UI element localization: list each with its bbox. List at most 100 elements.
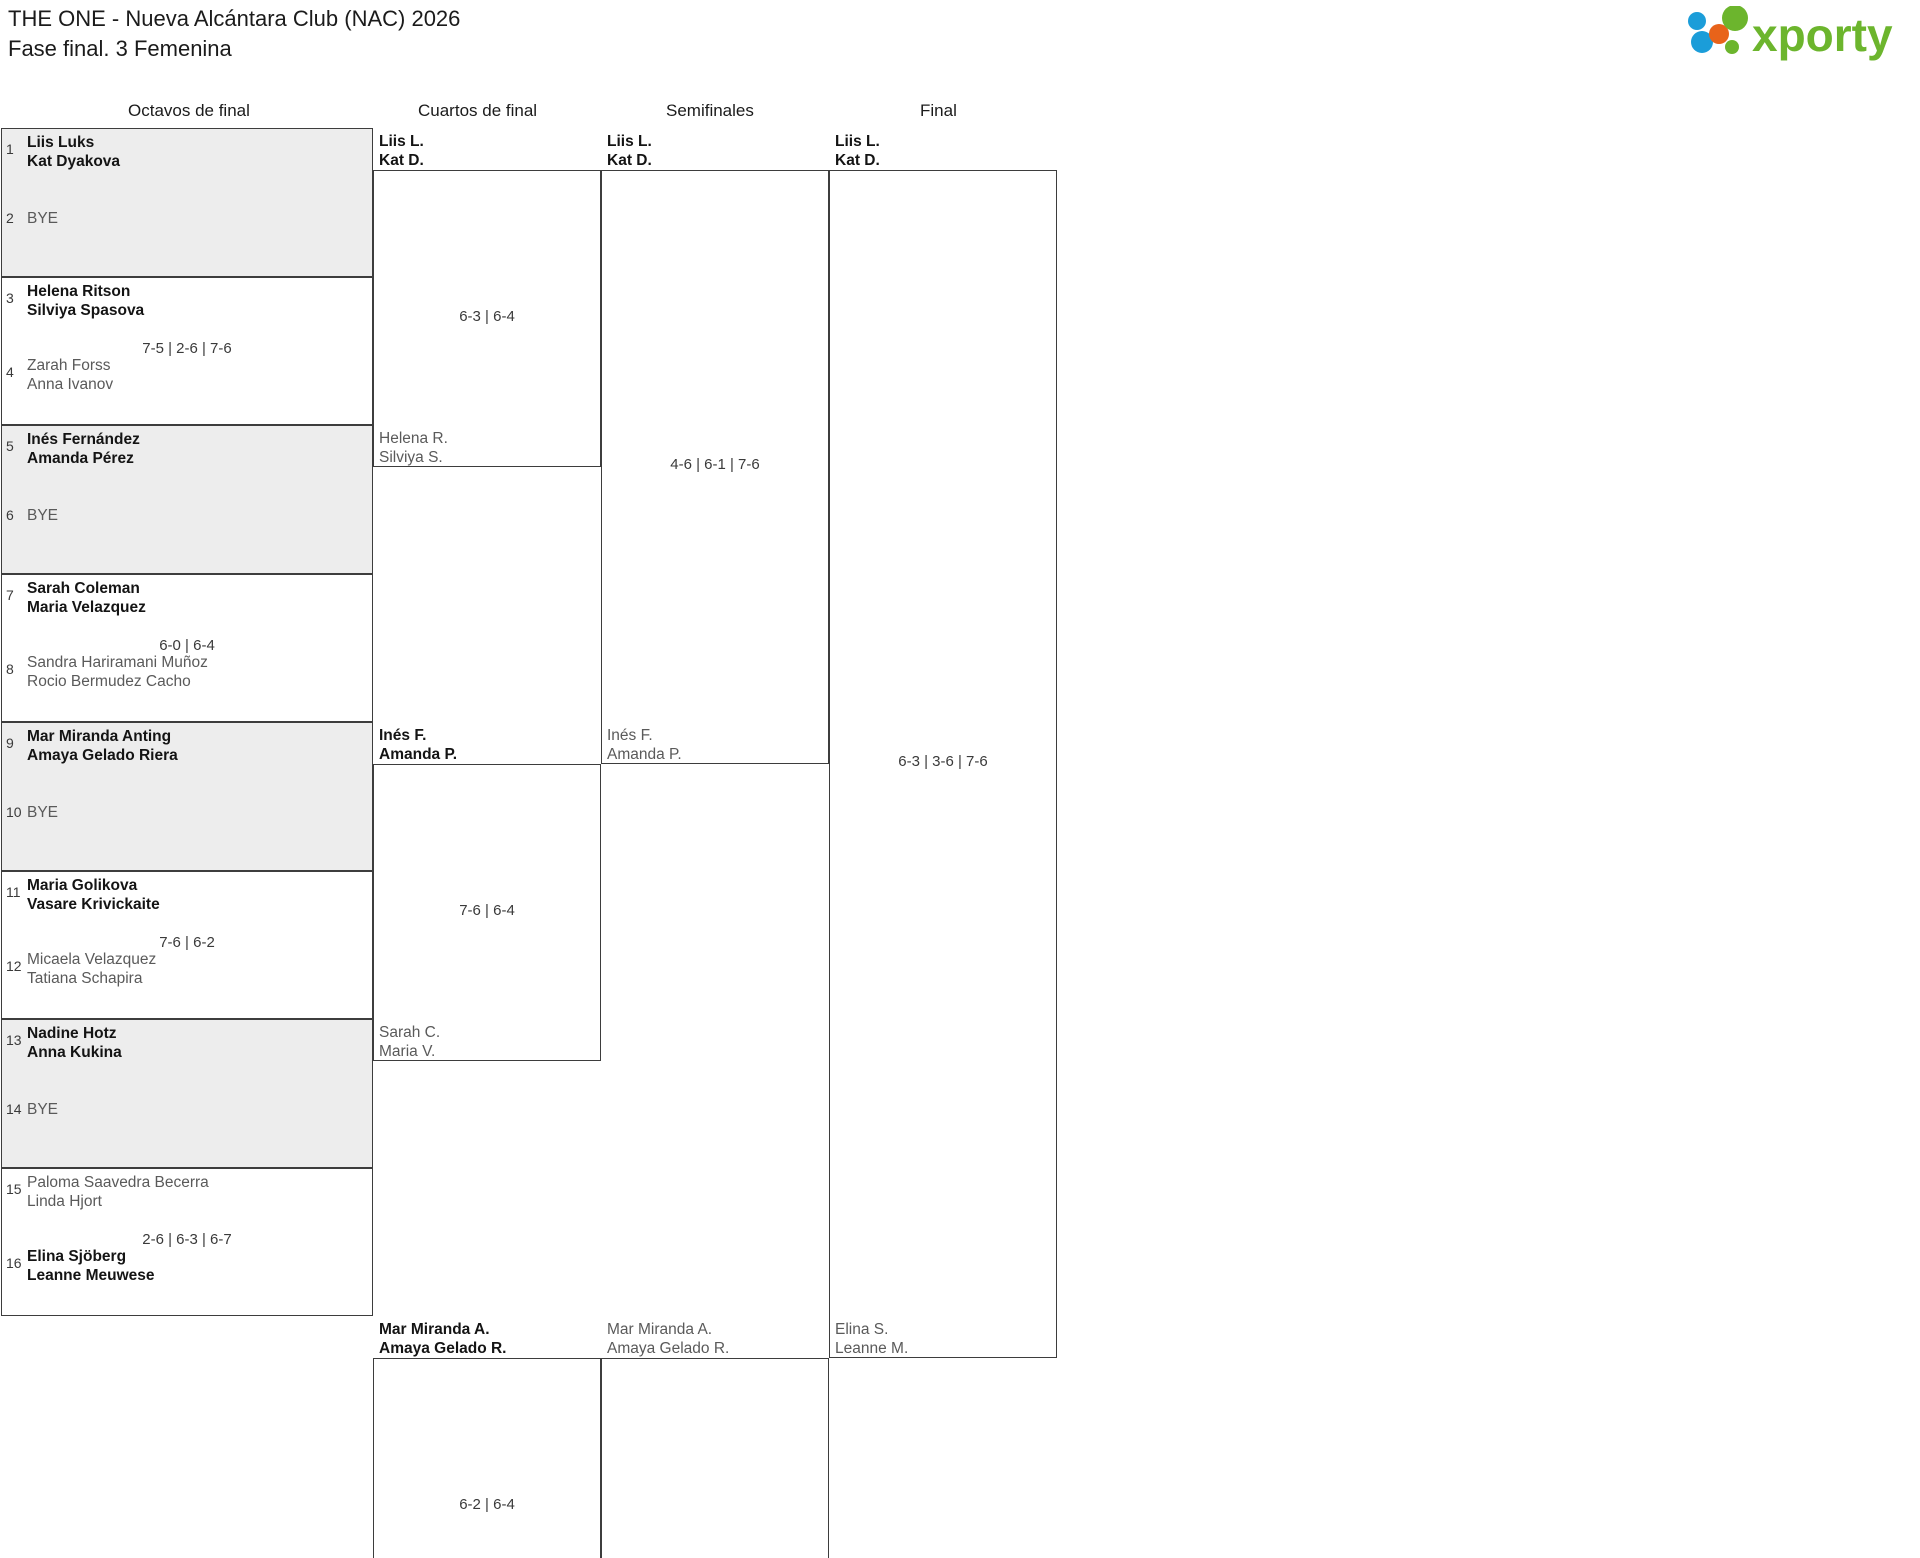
round2-team[interactable]: Helena R.Silviya S. (379, 429, 597, 467)
round3-team[interactable]: Inés F. Amanda P. (607, 726, 825, 764)
player-name-2: Maria V. (379, 1043, 436, 1060)
player-name-1: Mar Miranda Anting (27, 728, 172, 745)
round2-connector-box[interactable] (373, 170, 601, 467)
round1-team[interactable]: BYE (27, 803, 369, 822)
round3-team[interactable]: Mar Miranda A.Amaya Gelado R. (607, 1320, 825, 1358)
round2-team[interactable]: Liis L.Kat D. (379, 132, 597, 170)
player-name-1: Liis L. (835, 133, 880, 150)
logo-dot-green-small (1725, 40, 1739, 54)
player-name-2: Kat D. (379, 152, 424, 169)
player-name-1: Liis Luks (27, 134, 95, 151)
round1-match-box[interactable] (1, 276, 373, 425)
seed-number: 1 (6, 141, 14, 157)
round-header-cuartos: Cuartos de final (418, 101, 538, 120)
player-name-1: Zarah Forss (27, 356, 111, 374)
round1-team[interactable]: BYE (27, 1100, 369, 1119)
player-name-1: Maria Golikova (27, 876, 138, 894)
round2-score: 6-3 | 6-4 (459, 307, 515, 325)
round1-team[interactable]: BYE (27, 506, 369, 525)
seed-number: 3 (6, 289, 14, 306)
round1-match-box[interactable] (1, 128, 373, 277)
round3-score: 4-6 | 6-1 | 7-6 (670, 456, 760, 473)
player-name-1: Mar Miranda A. (379, 1321, 490, 1338)
player-name-1: Elina S. (835, 1321, 889, 1338)
player-name-2: Kat Dyakova (27, 153, 121, 170)
round4-team[interactable]: Elina S.Leanne M. (835, 1320, 1053, 1358)
player-name-1: BYE (27, 507, 59, 525)
round1-team[interactable]: BYE (27, 209, 369, 228)
round2-team[interactable]: Inés F. Amanda P. (379, 726, 597, 764)
player-name-2: Kat D. (835, 152, 880, 169)
round3-team[interactable]: Liis L.Kat D. (607, 132, 825, 170)
round1-score: 7-6 | 6-2 (159, 933, 215, 951)
seed-number: 11 (6, 883, 21, 900)
seed-number: 5 (6, 438, 14, 454)
seed-number: 10 (6, 804, 22, 821)
player-name-2: Amanda P. (607, 746, 682, 763)
round2-connector-box[interactable] (373, 764, 601, 1061)
seed-number: 13 (6, 1032, 22, 1048)
round-header-semis: Semifinales (666, 101, 754, 120)
round2-connector-box[interactable] (373, 1358, 601, 1558)
player-name-1: Sarah Coleman (27, 579, 140, 597)
round-header-final: Final (920, 101, 957, 120)
page-title: THE ONE - Nueva Alcántara Club (NAC) 202… (8, 4, 460, 64)
player-name-2: Tatiana Schapira (27, 969, 143, 987)
round3-connector-box[interactable] (601, 1358, 829, 1558)
player-name-2: Amanda P. (379, 746, 458, 763)
player-name-2: Maria Velazquez (27, 598, 146, 616)
round3-connector-box[interactable] (601, 170, 829, 764)
round1-score: 6-0 | 6-4 (159, 636, 215, 654)
player-name-2: Amanda Pérez (27, 450, 134, 467)
round1-score: 7-5 | 2-6 | 7-6 (142, 339, 232, 357)
round1-match-box[interactable] (1, 870, 373, 1019)
round1-match-box[interactable] (1, 722, 373, 871)
round1-score: 2-6 | 6-3 | 6-7 (142, 1230, 232, 1248)
player-name-1: Helena R. (379, 430, 448, 447)
tournament-phase: Fase final. 3 Femenina (8, 36, 232, 61)
round1-match-box[interactable] (1, 573, 373, 722)
player-name-1: Micaela Velazquez (27, 950, 157, 968)
player-name-1: Inés F. (607, 727, 653, 744)
player-name-2: Rocio Bermudez Cacho (27, 672, 191, 690)
player-name-2: Leanne Meuwese (27, 1266, 155, 1284)
xporty-logo-svg: xporty (1688, 5, 1893, 61)
round1-match-box[interactable] (1, 1019, 373, 1168)
seed-number: 6 (6, 507, 14, 524)
logo-dot-green-large (1722, 5, 1748, 31)
seed-number: 7 (6, 586, 14, 603)
round4-connector-box[interactable] (829, 170, 1057, 1358)
round2-team[interactable]: Mar Miranda A.Amaya Gelado R. (379, 1320, 597, 1358)
player-name-1: Inés F. (379, 727, 427, 744)
logo-dot-blue-bottom (1691, 31, 1713, 53)
round1-match-box[interactable] (1, 1167, 373, 1316)
player-name-1: Inés Fernández (27, 431, 140, 448)
player-name-1: Elina Sjöberg (27, 1247, 127, 1265)
player-name-1: Mar Miranda A. (607, 1321, 713, 1338)
round2-score: 7-6 | 6-4 (459, 901, 515, 919)
round1-match-box[interactable] (1, 425, 373, 574)
player-name-2: Linda Hjort (27, 1192, 102, 1210)
seed-number: 15 (6, 1180, 22, 1197)
round2-team[interactable]: Sarah C.Maria V. (379, 1023, 597, 1061)
seed-number: 2 (6, 210, 14, 227)
tournament-name: THE ONE - Nueva Alcántara Club (NAC) 202… (8, 6, 461, 31)
player-name-1: BYE (27, 210, 59, 228)
round4-team[interactable]: Liis L. Kat D. (835, 132, 1053, 170)
player-name-2: Anna Ivanov (27, 375, 114, 393)
player-name-1: Nadine Hotz (27, 1025, 117, 1042)
round-header-octavos: Octavos de final (128, 101, 250, 120)
